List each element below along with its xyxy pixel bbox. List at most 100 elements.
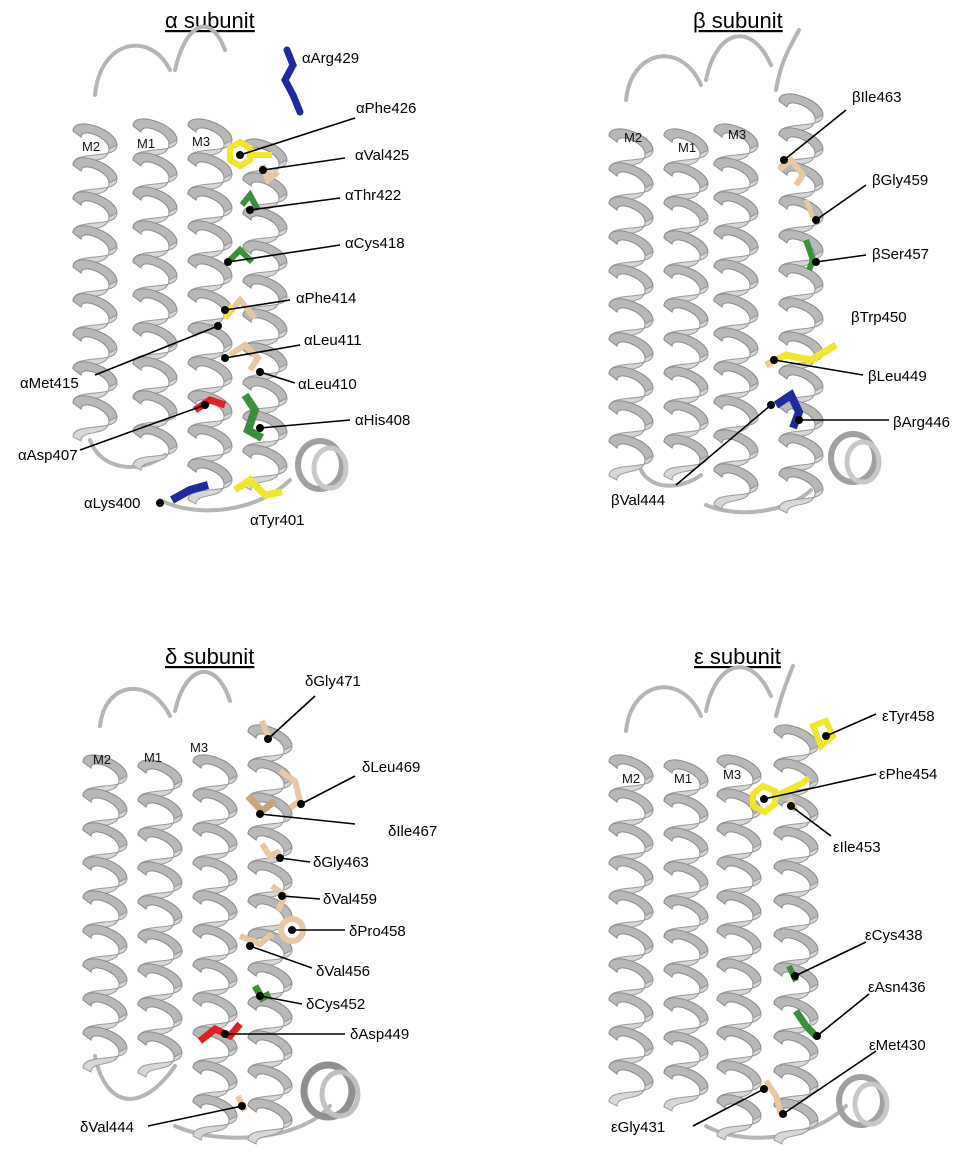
helix-turn-back [609,401,653,426]
helix-m3 [714,124,758,509]
beta-diagram: β subunit M2 M1 M3 βIl [481,0,962,585]
residue-label: δAsp449 [350,1026,409,1043]
helix-turn-back [193,959,237,984]
loop [626,687,701,731]
ribbon-structure [83,672,358,1144]
leader-dot [259,166,267,174]
helix-turn-back [609,367,653,392]
helix-turn-back [664,998,708,1023]
helix-turn-back [609,435,653,460]
leader-line [240,118,355,155]
leader-line [826,714,876,736]
residue-label: δVal444 [80,1119,134,1136]
helix-turn-front [73,417,117,441]
helix-turn-back [83,1027,127,1052]
helix-turn-back [193,1095,237,1120]
residue-label: αThr422 [345,187,401,204]
loop [776,30,799,90]
helix-turn-back [714,362,758,387]
leader-dot [221,306,229,314]
loop [95,46,170,95]
helix-turn-back [83,823,127,848]
leader-dot [246,206,254,214]
helix-turn-back [243,275,287,300]
helix-turn-front [133,446,177,470]
helix-turn-back [138,930,182,955]
helix-turn-back [609,1027,653,1052]
residue-stick [766,1081,781,1114]
residue-label: βLeu449 [868,368,927,385]
residue-stick [285,50,300,112]
helix-turn-back [133,187,177,212]
helix-turn-front [779,489,823,513]
helix-turn-back [609,299,653,324]
helix-turn-back [193,857,237,882]
helix-turn-back [83,993,127,1018]
helix-turn-back [664,435,708,460]
residue-label: βSer457 [872,246,929,263]
beta-panel: β subunit M2 M1 M3 βIl [481,0,962,585]
helix-turn-back [138,794,182,819]
residue-label: βTrp450 [851,309,907,326]
helix-turn-back [779,468,823,493]
helix-turn-back [138,1032,182,1057]
helix-turn-back [664,1032,708,1057]
leader-dot [278,892,286,900]
helix-turn-back [779,298,823,323]
helix-turn-back [717,823,761,848]
helix-turn-back [714,158,758,183]
helix-turn-back [609,1061,653,1086]
helix-label-m2: M2 [622,771,640,786]
helix-m1 [664,760,708,1111]
residue-label: δVal459 [323,891,377,908]
helix-turn-back [717,857,761,882]
leader-dot [156,499,164,507]
helix-m2 [73,124,117,441]
residue-label: βVal444 [611,492,665,509]
residue-label: εGly431 [611,1119,665,1136]
helix-turn-back [664,401,708,426]
leader-line [263,158,345,170]
residue-stick [262,844,280,856]
residue-label: εPhe454 [879,766,937,783]
helix-turn-back [188,153,232,178]
leader-line [764,774,876,799]
leader-dot [224,258,232,266]
leader-dot [238,1102,246,1110]
leader-dot [795,416,803,424]
helix-label-m3: M3 [723,767,741,782]
panel-title: δ subunit [165,644,254,669]
helix-turn-back [138,998,182,1023]
residue-label: αVal425 [355,147,409,164]
epsilon-panel: ε subunit M2 M1 M3 εTy [481,586,962,1171]
helix-turn-back [664,333,708,358]
helix-turn-back [717,1061,761,1086]
helix-label-m1: M1 [674,771,692,786]
residue-label: αLys400 [84,495,140,512]
helix-turn-back [664,163,708,188]
alpha-diagram: α subunit M2 M1 M3 [0,0,481,585]
helix-turn-back [774,997,818,1022]
loop [706,667,771,711]
helix-turn-back [248,827,292,852]
helix-turn-back [73,396,117,421]
helix-turn-back [609,231,653,256]
residue-label: εIle453 [833,839,881,856]
helix-turn-back [193,823,237,848]
leader-line [280,858,310,862]
leader-dot [780,156,788,164]
residue-label: εTyr458 [882,708,935,725]
loop [175,27,225,70]
loop [776,666,793,716]
leader-dot [813,1032,821,1040]
leader-dot [812,258,820,266]
helix-turn-back [609,925,653,950]
leader-dot [221,1030,229,1038]
residue-label: αArg429 [302,50,359,67]
helix-turn-back [193,891,237,916]
helix-turn-back [83,959,127,984]
helix-turn-back [193,993,237,1018]
residue-label: εCys438 [865,927,923,944]
helix-turn-back [133,357,177,382]
residue-label: αTyr401 [250,512,305,529]
